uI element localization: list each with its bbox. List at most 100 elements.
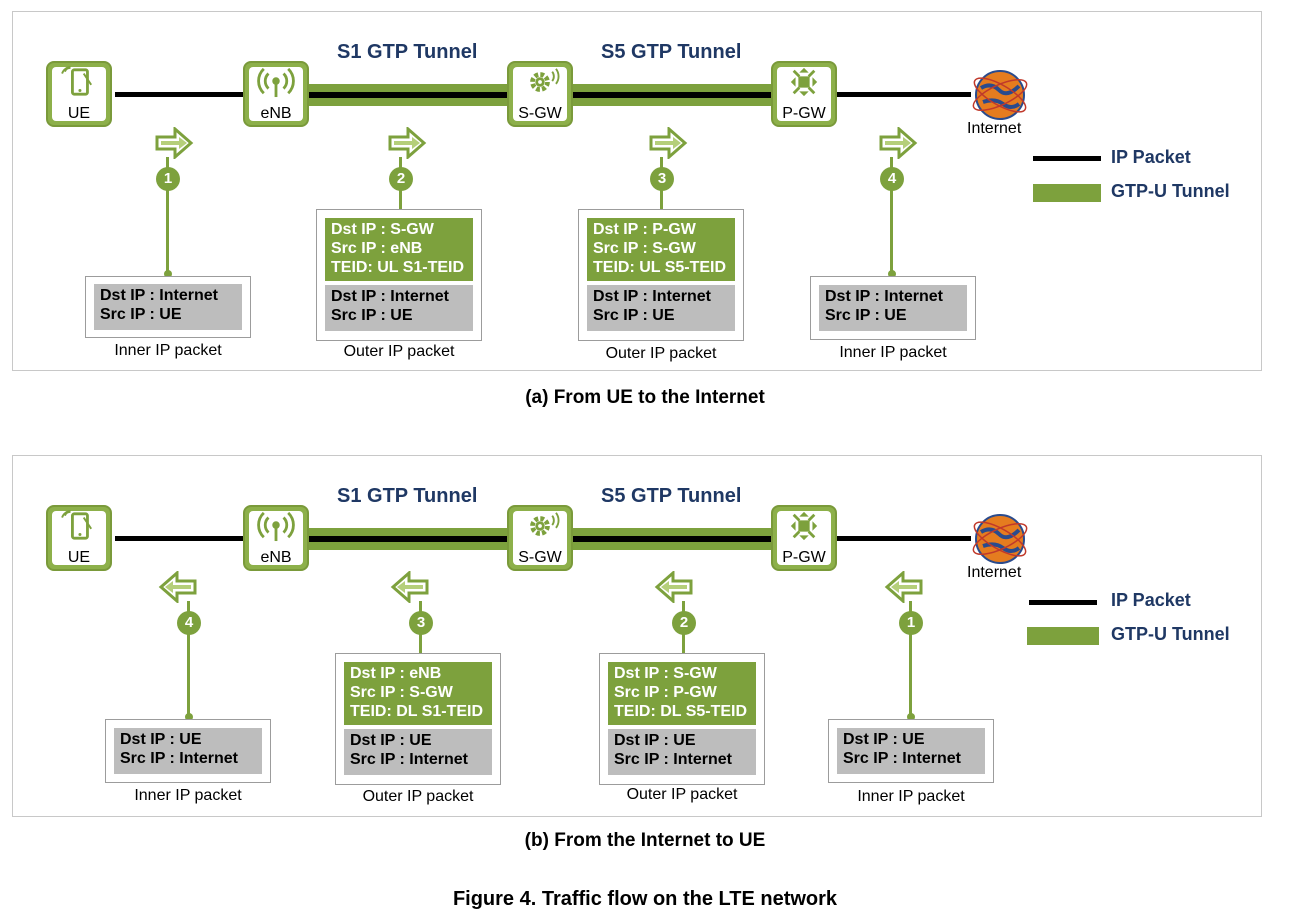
outer-header: Dst IP : P-GW Src IP : S-GW TEID: UL S5-… — [587, 218, 735, 281]
inner-ip-packet: Dst IP : UE Src IP : Internet — [105, 719, 271, 783]
s5-tunnel-label: S5 GTP Tunnel — [601, 485, 742, 507]
packet-caption: Outer IP packet — [362, 788, 474, 805]
pgw-label: P-GW — [782, 549, 826, 566]
ip-link-pgw-internet — [835, 92, 971, 97]
outer-header: Dst IP : S-GW Src IP : P-GW TEID: DL S5-… — [608, 662, 756, 725]
src-ip: Src IP : UE — [593, 307, 675, 324]
step-connector — [909, 601, 912, 719]
inner-ip-packet: Dst IP : UE Src IP : Internet — [828, 719, 994, 783]
arrow-left-icon — [884, 571, 923, 603]
connector-dot — [888, 270, 896, 278]
dst-ip: Dst IP : S-GW — [614, 665, 717, 682]
step-badge: 4 — [177, 611, 201, 635]
ue-label: UE — [67, 549, 91, 566]
enb-label: eNB — [260, 549, 292, 566]
dst-ip: Dst IP : Internet — [331, 288, 449, 305]
teid: TEID: UL S5-TEID — [593, 259, 727, 276]
outer-ip-packet: Dst IP : eNB Src IP : S-GW TEID: DL S1-T… — [335, 653, 501, 785]
src-ip: Src IP : S-GW — [350, 684, 453, 701]
enb-label: eNB — [260, 105, 292, 122]
panel-b: S1 GTP Tunnel S5 GTP Tunnel UE eNB S-GW — [12, 455, 1262, 817]
arrow-right-icon — [879, 127, 918, 159]
inner-header: Dst IP : UE Src IP : Internet — [837, 728, 985, 774]
s1-ip-line — [309, 92, 507, 98]
enb-node: eNB — [243, 61, 309, 127]
legend-ip-packet-label: IP Packet — [1111, 590, 1191, 610]
src-ip: Src IP : Internet — [350, 751, 468, 768]
panel-a: S1 GTP Tunnel S5 GTP Tunnel UE eNB S-G — [12, 11, 1262, 371]
dst-ip: Dst IP : Internet — [593, 288, 711, 305]
outer-header: Dst IP : eNB Src IP : S-GW TEID: DL S1-T… — [344, 662, 492, 725]
step-badge: 3 — [409, 611, 433, 635]
arrow-left-icon — [654, 571, 693, 603]
inner-header: Dst IP : UE Src IP : Internet — [344, 729, 492, 775]
legend-ip-packet-swatch — [1033, 156, 1101, 161]
dst-ip: Dst IP : Internet — [100, 287, 218, 304]
ip-link-pgw-internet — [835, 536, 971, 541]
connector-dot — [907, 713, 915, 721]
s5-tunnel-label: S5 GTP Tunnel — [601, 41, 742, 63]
router-arrows-icon — [790, 67, 818, 97]
packet-caption: Inner IP packet — [839, 344, 947, 361]
s5-ip-line — [573, 536, 771, 542]
step-badge: 4 — [880, 167, 904, 191]
src-ip: Src IP : Internet — [614, 751, 732, 768]
step-badge: 1 — [899, 611, 923, 635]
inner-header: Dst IP : UE Src IP : Internet — [114, 728, 262, 774]
pgw-node: P-GW — [771, 505, 837, 571]
packet-caption: Inner IP packet — [857, 788, 965, 805]
enb-node: eNB — [243, 505, 309, 571]
legend-gtp-tunnel-label: GTP-U Tunnel — [1111, 181, 1230, 201]
arrow-right-icon — [649, 127, 688, 159]
arrow-left-icon — [158, 571, 197, 603]
legend-ip-packet-label: IP Packet — [1111, 147, 1191, 167]
step-badge: 1 — [156, 167, 180, 191]
inner-ip-packet: Dst IP : Internet Src IP : UE — [85, 276, 251, 338]
sgw-label: S-GW — [518, 105, 562, 122]
s1-tunnel-label: S1 GTP Tunnel — [337, 485, 478, 507]
dst-ip: Dst IP : UE — [614, 732, 696, 749]
internet-label: Internet — [967, 564, 1022, 581]
inner-ip-packet: Dst IP : Internet Src IP : UE — [810, 276, 976, 340]
panel-b-caption: (b) From the Internet to UE — [524, 830, 766, 851]
ip-link-ue-enb — [115, 92, 245, 97]
step-connector — [187, 601, 190, 719]
src-ip: Src IP : UE — [825, 307, 907, 324]
teid: TEID: DL S1-TEID — [350, 703, 484, 720]
sgw-label: S-GW — [518, 549, 562, 566]
s5-ip-line — [573, 92, 771, 98]
cell-tower-icon — [257, 511, 295, 542]
mobile-phone-icon — [61, 510, 92, 540]
ip-link-ue-enb — [115, 536, 245, 541]
legend-ip-packet-swatch — [1029, 600, 1097, 605]
dst-ip: Dst IP : eNB — [350, 665, 442, 682]
ue-node: UE — [46, 505, 112, 571]
connector-dot — [164, 270, 172, 278]
gear-icon — [530, 68, 560, 92]
gear-icon — [530, 512, 560, 536]
dst-ip: Dst IP : P-GW — [593, 221, 696, 238]
legend-gtp-tunnel-swatch — [1027, 627, 1099, 645]
pgw-label: P-GW — [782, 105, 826, 122]
teid: TEID: UL S1-TEID — [331, 259, 465, 276]
panel-a-caption: (a) From UE to the Internet — [525, 387, 765, 408]
outer-ip-packet: Dst IP : S-GW Src IP : eNB TEID: UL S1-T… — [316, 209, 482, 341]
sgw-node: S-GW — [507, 505, 573, 571]
step-badge: 3 — [650, 167, 674, 191]
src-ip: Src IP : UE — [100, 306, 182, 323]
packet-caption: Inner IP packet — [134, 787, 242, 804]
arrow-right-icon — [388, 127, 427, 159]
ue-label: UE — [67, 105, 91, 122]
dst-ip: Dst IP : UE — [120, 731, 202, 748]
step-badge: 2 — [389, 167, 413, 191]
arrow-right-icon — [155, 127, 194, 159]
dst-ip: Dst IP : Internet — [825, 288, 943, 305]
packet-caption: Inner IP packet — [114, 342, 222, 359]
mobile-phone-icon — [61, 66, 92, 96]
dst-ip: Dst IP : UE — [843, 731, 925, 748]
arrow-left-icon — [390, 571, 429, 603]
src-ip: Src IP : S-GW — [593, 240, 696, 257]
figure-caption: Figure 4. Traffic flow on the LTE networ… — [452, 888, 838, 910]
inner-header: Dst IP : UE Src IP : Internet — [608, 729, 756, 775]
pgw-node: P-GW — [771, 61, 837, 127]
